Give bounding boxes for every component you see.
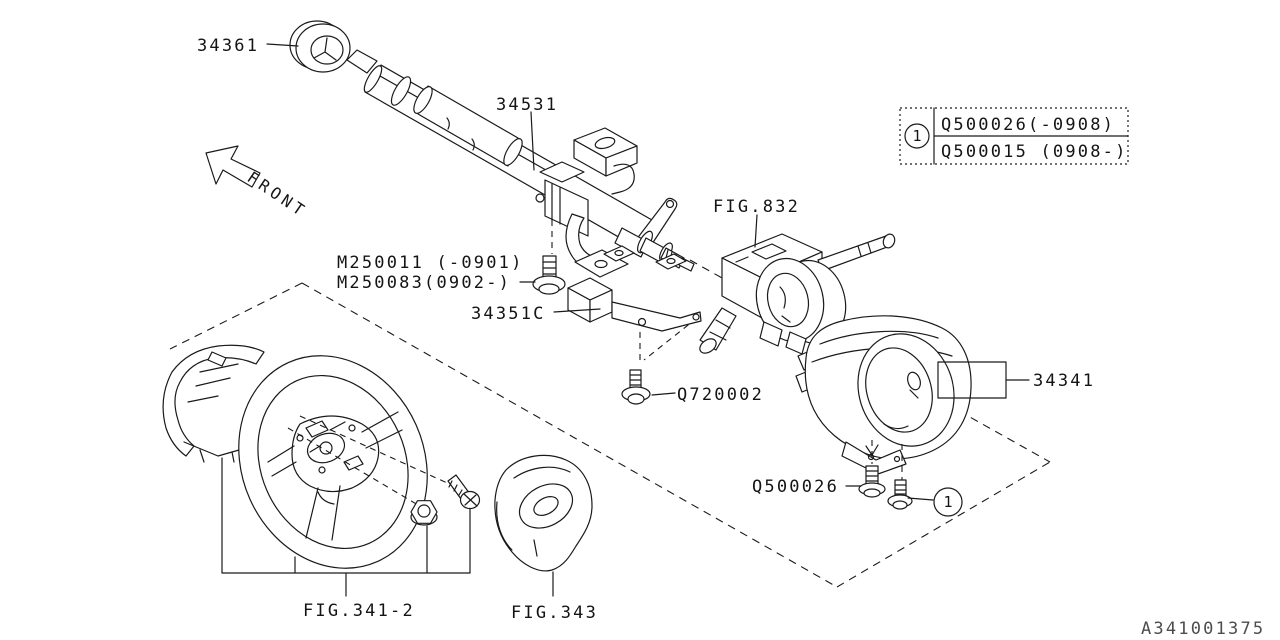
label-m250083: M250083(0902-) bbox=[337, 273, 511, 293]
hub-nut-dashed bbox=[287, 427, 419, 506]
legend-marker-circle bbox=[904, 123, 930, 149]
sleeve-marks bbox=[446, 117, 475, 151]
label-fig343: FIG.343 bbox=[511, 603, 598, 623]
combination-switch bbox=[699, 233, 896, 355]
label-m250011: M250011 (-0901) bbox=[337, 253, 524, 273]
column-bolt bbox=[532, 255, 566, 295]
front-arrow-icon bbox=[205, 145, 261, 188]
wheel-nut bbox=[410, 500, 438, 526]
part-labels: 34361 34531 M250011 (-0901) M250083(0902… bbox=[197, 36, 1265, 639]
callout-1-marker: 1 bbox=[943, 493, 952, 511]
fig3412-bracket-lines bbox=[221, 457, 471, 597]
label-34361: 34361 bbox=[197, 36, 259, 56]
column-cover bbox=[795, 315, 1007, 475]
panel-dashed-top bbox=[169, 282, 303, 350]
wheel-screw bbox=[447, 474, 481, 510]
figure-code: A341001375 bbox=[1141, 619, 1265, 639]
cover-lower-bracket bbox=[841, 441, 907, 475]
leader-lines bbox=[266, 43, 1030, 501]
tube-end-cap bbox=[363, 65, 383, 93]
shaft-tip bbox=[346, 49, 378, 74]
tube-collar bbox=[390, 76, 412, 106]
cover-screws: 1 bbox=[858, 465, 963, 517]
dust-seal-ring bbox=[289, 20, 351, 73]
legend-marker: 1 bbox=[912, 127, 921, 145]
cover-opening bbox=[865, 347, 933, 433]
label-fig832: FIG.832 bbox=[713, 197, 800, 217]
front-label: FRONT bbox=[244, 168, 311, 222]
steering-column-assembly bbox=[346, 49, 695, 278]
legend-box: 1 Q500026(-0908) Q500015 (0908-) bbox=[899, 107, 1129, 165]
legend-row-1: Q500026(-0908) bbox=[941, 115, 1115, 135]
callout-1-circle bbox=[933, 487, 963, 517]
wheel-spokes bbox=[267, 411, 403, 541]
assembly-dashed-lines bbox=[169, 198, 1051, 588]
steering-wheel-group bbox=[162, 344, 481, 597]
legend-row-2: Q500015 (0908-) bbox=[941, 142, 1128, 162]
down-arrowhead bbox=[865, 444, 879, 456]
label-34351c: 34351C bbox=[471, 304, 546, 324]
screw-q720002 bbox=[621, 369, 651, 405]
wiper-stalk bbox=[817, 235, 891, 272]
label-34531: 34531 bbox=[496, 95, 558, 115]
label-q500026: Q500026 bbox=[752, 477, 839, 497]
tilt-clamp bbox=[611, 163, 635, 195]
airbag-module bbox=[494, 454, 593, 597]
legend-dividers bbox=[933, 107, 1129, 165]
label-fig341-2: FIG.341-2 bbox=[303, 601, 415, 621]
front-indicator: FRONT bbox=[205, 145, 311, 222]
label-q720002: Q720002 bbox=[677, 385, 764, 405]
cover-label-bracket bbox=[937, 361, 1007, 399]
panel-dashed-left bbox=[301, 282, 838, 588]
foot-plate bbox=[574, 249, 629, 278]
label-34341: 34341 bbox=[1033, 371, 1095, 391]
support-bracket bbox=[567, 277, 702, 332]
bracket-screw-dashed-2 bbox=[643, 317, 698, 361]
